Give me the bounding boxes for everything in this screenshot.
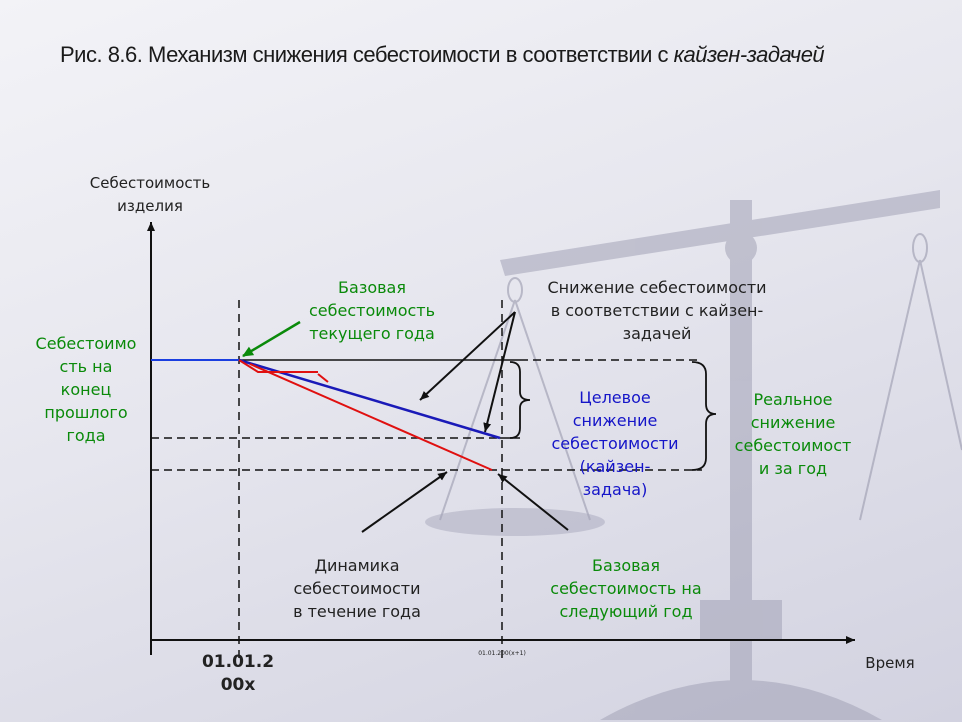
- label-reduction-kaizen: Снижение себестоимости в соответствии с …: [522, 276, 792, 345]
- label-target-reduction: Целевое снижение себестоимости (кайзен- …: [540, 386, 690, 501]
- dynamics-arrow-icon: [362, 472, 447, 532]
- reduction-arrow-2-icon: [485, 312, 515, 432]
- label-cost-dynamics: Динамика себестоимости в течение года: [272, 554, 442, 623]
- y-axis-label: Себестоимость изделия: [70, 172, 230, 218]
- x-axis-label: Время: [855, 652, 925, 675]
- label-base-cost-current-year: Базовая себестоимость текущего года: [292, 276, 452, 345]
- real-bracket-icon: [692, 362, 716, 470]
- label-base-cost-next-year: Базовая себестоимость на следующий год: [528, 554, 724, 623]
- label-cost-end-prev-year: Себестоимо сть на конец прошлого года: [25, 332, 147, 447]
- actual-cost-line: [239, 360, 318, 372]
- actual-cost-dash: [318, 374, 328, 382]
- target-bracket-icon: [510, 362, 530, 438]
- label-real-reduction: Реальное снижение себестоимост и за год: [724, 388, 862, 480]
- x-tick-end: 01.01.200(х+1): [452, 650, 552, 658]
- actual-cost-line-2: [250, 364, 492, 470]
- x-tick-start: 01.01.2 00х: [188, 651, 288, 697]
